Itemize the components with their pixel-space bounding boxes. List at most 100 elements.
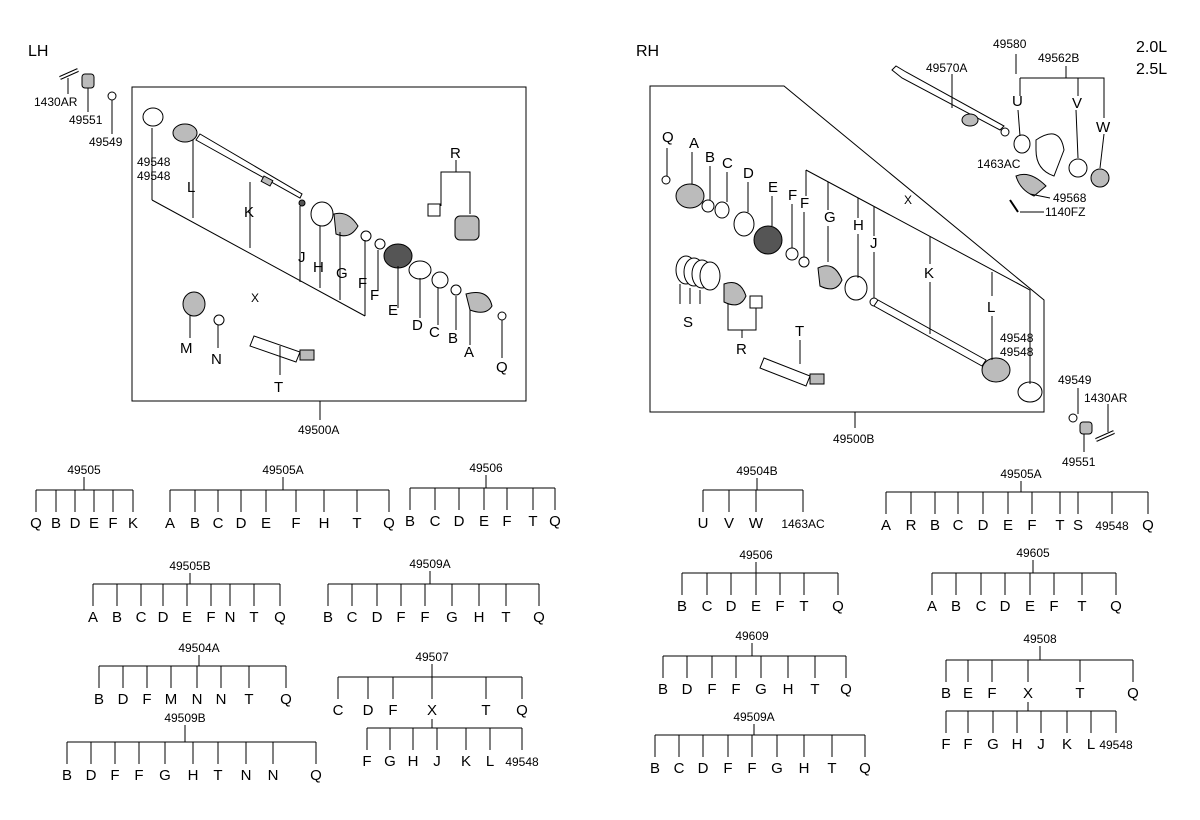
kit-item-0: A bbox=[881, 517, 891, 534]
kit-item-4: G bbox=[159, 767, 171, 784]
kit-item-4: F bbox=[775, 598, 784, 615]
lh-bolt-icon bbox=[59, 68, 79, 80]
rh-label-r: R bbox=[736, 341, 747, 358]
rh-drive-shaft-icon bbox=[661, 175, 1043, 403]
kit-item-4: N bbox=[192, 691, 203, 708]
rh-r-joint-icon bbox=[723, 282, 763, 309]
kit-item-8: S bbox=[1073, 517, 1083, 534]
kit-item-3: F bbox=[723, 760, 732, 777]
kit-item-0: B bbox=[941, 685, 951, 702]
rh-label-l: L bbox=[987, 299, 995, 316]
lh-leader-lines bbox=[151, 128, 503, 375]
rh-shaft-code: 49570A bbox=[926, 61, 967, 75]
kit-item-7: T bbox=[249, 609, 258, 626]
kit-sub-item-4: J bbox=[1037, 736, 1045, 753]
kit-item-3: F bbox=[731, 681, 740, 698]
kit-item-6: Q bbox=[549, 513, 561, 530]
lh-label-d: D bbox=[412, 317, 423, 334]
kit-item-4: D bbox=[978, 517, 989, 534]
kit-item-1: B bbox=[190, 515, 200, 532]
kit-item-2: C bbox=[213, 515, 224, 532]
kit-code: 49509B bbox=[164, 711, 205, 725]
kit-item-0: A bbox=[165, 515, 175, 532]
kit-item-5: H bbox=[188, 767, 199, 784]
kit-item-2: B bbox=[930, 517, 940, 534]
rh-grease-tube-icon bbox=[759, 357, 825, 387]
kit-sub-item-1: F bbox=[963, 736, 972, 753]
kit-item-1: C bbox=[347, 609, 358, 626]
rh-washer-code: 49549 bbox=[1058, 373, 1092, 387]
kit-code: 49605 bbox=[1016, 546, 1050, 560]
kit-item-1: E bbox=[963, 685, 973, 702]
kit-item-7: T bbox=[827, 760, 836, 777]
kit-item-1: B bbox=[112, 609, 122, 626]
kit-item-6: T bbox=[810, 681, 819, 698]
rh-u-v-w-leaders bbox=[1015, 54, 1105, 213]
kit-item-2: C bbox=[136, 609, 147, 626]
kit-item-5: F bbox=[206, 609, 215, 626]
kit-item-4: F bbox=[420, 609, 429, 626]
kit-item-7: T bbox=[501, 609, 510, 626]
rh-code-b: 49548 bbox=[1000, 345, 1034, 359]
kit-item-8: Q bbox=[859, 760, 871, 777]
kit-item-6: N bbox=[225, 609, 236, 626]
kit-item-3: 1463AC bbox=[781, 517, 825, 531]
lh-label-x: X bbox=[251, 291, 259, 305]
kit-item-1: D bbox=[682, 681, 693, 698]
kit-item-2: D bbox=[372, 609, 383, 626]
lh-label-r: R bbox=[450, 145, 461, 162]
rh-label-h: H bbox=[853, 217, 864, 234]
kit-item-3: F bbox=[134, 767, 143, 784]
lh-label-j: J bbox=[298, 249, 306, 266]
lh-washer-code: 49549 bbox=[89, 135, 123, 149]
kit-item-5: T bbox=[799, 598, 808, 615]
kit-item-5: Q bbox=[516, 702, 528, 719]
rh-shaft-icon bbox=[891, 65, 1010, 137]
kit-item-0: A bbox=[88, 609, 98, 626]
kit-item-0: Q bbox=[30, 515, 42, 532]
kit-item-10: Q bbox=[1142, 517, 1154, 534]
rh-bolt-code: 1430AR bbox=[1084, 391, 1128, 405]
kit-sub-item-0: F bbox=[941, 736, 950, 753]
rh-label-k: K bbox=[924, 265, 934, 282]
kit-item-6: F bbox=[1027, 517, 1036, 534]
kit-item-6: H bbox=[474, 609, 485, 626]
kit-code: 49505 bbox=[67, 463, 101, 477]
kit-item-2: D bbox=[454, 513, 465, 530]
lh-code-a: 49548 bbox=[137, 155, 171, 169]
kit-item-5: T bbox=[528, 513, 537, 530]
rh-label-s: S bbox=[683, 314, 693, 331]
kit-code: 49609 bbox=[735, 629, 769, 643]
kit-sub-item-3: H bbox=[1012, 736, 1023, 753]
kit-item-4: E bbox=[1025, 598, 1035, 615]
kit-sub-item-6: 49548 bbox=[505, 755, 539, 769]
kit-item-0: B bbox=[94, 691, 104, 708]
kit-code: 49509A bbox=[733, 710, 774, 724]
kit-item-5: F bbox=[1049, 598, 1058, 615]
lh-label-k: K bbox=[244, 204, 254, 221]
rh-assembly: 49500B 49570A 495 bbox=[649, 37, 1128, 469]
kit-code: 49506 bbox=[469, 461, 503, 475]
lh-label-l: L bbox=[187, 179, 195, 196]
lh-label-f1: F bbox=[358, 275, 367, 292]
kit-code: 49507 bbox=[415, 650, 449, 664]
kit-code: 49508 bbox=[1023, 632, 1057, 646]
lh-label-e: E bbox=[388, 302, 398, 319]
kit-item-6: H bbox=[799, 760, 810, 777]
kit-item-0: C bbox=[333, 702, 344, 719]
kit-code: 49506 bbox=[739, 548, 773, 562]
kit-item-4: E bbox=[182, 609, 192, 626]
kit-item-0: A bbox=[927, 598, 937, 615]
kit-item-8: Q bbox=[383, 515, 395, 532]
rh-label-d: D bbox=[743, 165, 754, 182]
kit-item-4: F bbox=[747, 760, 756, 777]
kit-item-3: E bbox=[89, 515, 99, 532]
rh-hardware-icons bbox=[1068, 388, 1115, 452]
kit-item-3: D bbox=[236, 515, 247, 532]
rh-label-a: A bbox=[689, 135, 699, 152]
